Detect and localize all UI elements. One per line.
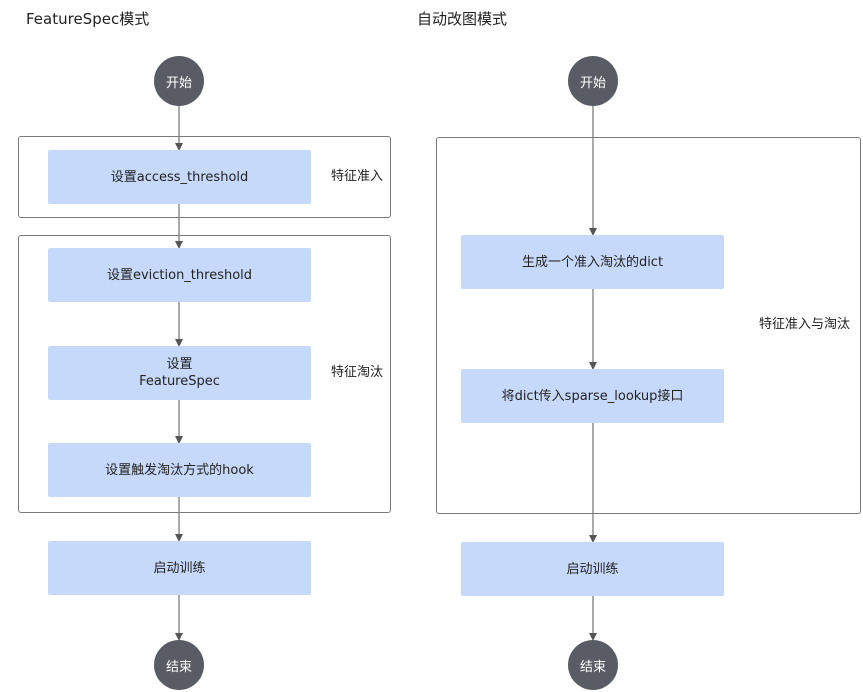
left-start-label: 开始 bbox=[165, 75, 192, 91]
right-end-node: 结束 bbox=[568, 640, 618, 690]
right-start-node: 开始 bbox=[568, 56, 618, 106]
left-end-node: 结束 bbox=[154, 640, 204, 690]
left-group-admission bbox=[18, 136, 391, 218]
left-step-featurespec-label: 设置 FeatureSpec bbox=[139, 357, 220, 389]
right-group-admission-eviction-label: 特征准入与淘汰 bbox=[759, 317, 851, 332]
left-step-train: 启动训练 bbox=[48, 541, 311, 595]
right-end-label: 结束 bbox=[579, 659, 606, 675]
right-step-pass-dict-label: 将dict传入sparse_lookup接口 bbox=[501, 388, 684, 404]
left-step-featurespec: 设置 FeatureSpec bbox=[48, 346, 311, 400]
left-step-eviction-threshold: 设置eviction_threshold bbox=[48, 248, 311, 302]
left-group-eviction-label: 特征淘汰 bbox=[331, 365, 384, 380]
left-step-hook: 设置触发淘汰方式的hook bbox=[48, 443, 311, 497]
right-step-train-label: 启动训练 bbox=[566, 561, 619, 577]
right-start-label: 开始 bbox=[579, 75, 606, 91]
left-step-access-threshold: 设置access_threshold bbox=[48, 150, 311, 204]
left-step-eviction-threshold-label: 设置eviction_threshold bbox=[106, 267, 253, 283]
left-start-node: 开始 bbox=[154, 56, 204, 106]
left-step-hook-label: 设置触发淘汰方式的hook bbox=[105, 462, 254, 478]
left-step-train-label: 启动训练 bbox=[153, 560, 206, 576]
right-step-pass-dict: 将dict传入sparse_lookup接口 bbox=[461, 369, 724, 423]
left-end-label: 结束 bbox=[165, 659, 192, 675]
left-group-admission-label: 特征准入 bbox=[331, 169, 384, 184]
right-step-generate-dict: 生成一个准入淘汰的dict bbox=[461, 235, 724, 289]
right-step-train: 启动训练 bbox=[461, 542, 724, 596]
right-step-generate-dict-label: 生成一个准入淘汰的dict bbox=[521, 254, 664, 270]
left-group-eviction bbox=[18, 235, 391, 513]
left-step-access-threshold-label: 设置access_threshold bbox=[110, 169, 249, 185]
right-title: 自动改图模式 bbox=[417, 10, 508, 28]
right-group-admission-eviction bbox=[436, 137, 861, 514]
left-title: FeatureSpec模式 bbox=[26, 10, 150, 28]
